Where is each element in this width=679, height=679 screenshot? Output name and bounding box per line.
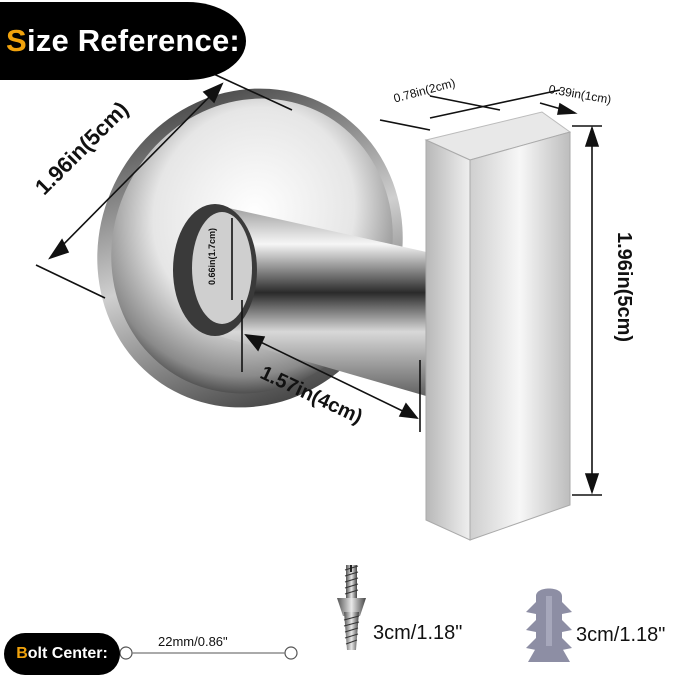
screw-size-label: 3cm/1.18" xyxy=(373,622,463,644)
bolt-center-line xyxy=(119,646,298,660)
dimension-lines xyxy=(35,69,602,496)
bolt-center-badge: Bolt Center: xyxy=(4,633,120,675)
hook-post xyxy=(173,204,440,400)
wall-anchor-icon xyxy=(526,588,572,662)
anchor-size-label: 3cm/1.18" xyxy=(576,624,666,646)
title-badge: Size Reference: xyxy=(0,2,246,80)
post-diameter-label: 0.66in(1.7cm) xyxy=(207,227,217,285)
hook-height-label: 1.96in(5cm) xyxy=(613,232,635,343)
screw-icon xyxy=(337,565,366,650)
hook-bar xyxy=(424,111,572,541)
title-text: Size Reference: xyxy=(6,23,240,58)
bolt-center-text: Bolt Center: xyxy=(16,645,108,662)
bolt-center-value: 22mm/0.86" xyxy=(158,634,228,649)
